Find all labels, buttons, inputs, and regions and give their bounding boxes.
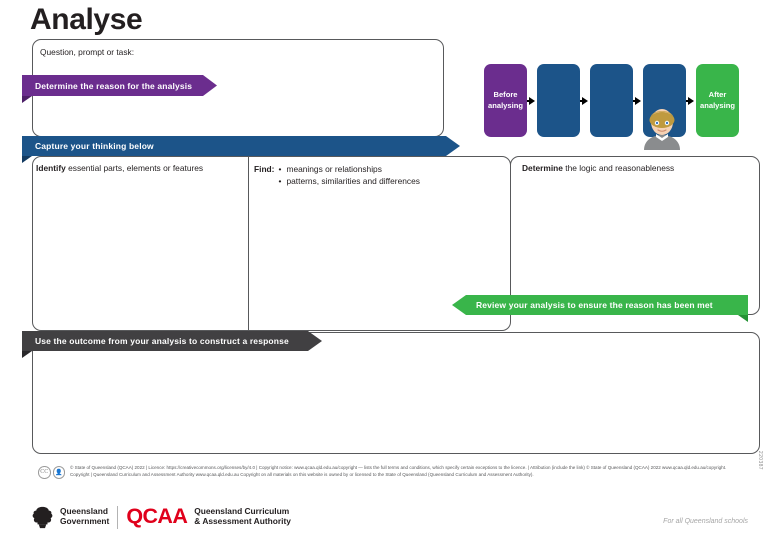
- identify-find-divider: [248, 157, 250, 331]
- ribbon-tail-green: [738, 315, 748, 322]
- by-icon: 👤: [52, 466, 65, 479]
- logo-divider: [117, 505, 119, 529]
- queensland-government-wordmark: Queensland Government: [60, 506, 110, 527]
- qcaa-subtitle: Queensland Curriculum & Assessment Autho…: [194, 506, 291, 527]
- find-label-bold: Find:: [254, 164, 275, 174]
- flow-node-step-1: [537, 64, 580, 137]
- qcaa-wordmark: QCAA: [126, 504, 188, 529]
- footer-logos: Queensland Government QCAA Queensland Cu…: [30, 503, 291, 531]
- flow-arrow-icon: [633, 64, 643, 137]
- analysis-flow-diagram: Before analysing After analysing: [484, 64, 760, 137]
- ribbon-tail-blue: [22, 156, 32, 163]
- qld-line-2: Government: [60, 516, 110, 526]
- determine-logic-box[interactable]: [510, 156, 760, 315]
- footer-tagline: For all Queensland schools: [663, 518, 748, 525]
- ribbon-tail-grey: [22, 351, 32, 358]
- find-bullet-item: meanings or relationships: [278, 163, 419, 175]
- construct-response-box[interactable]: [32, 332, 760, 454]
- identify-label-bold: Identify: [36, 163, 66, 173]
- flow-node-after-analysing: After analysing: [696, 64, 739, 137]
- ribbon-review-analysis: Review your analysis to ensure the reaso…: [452, 295, 748, 315]
- qcaa-sub-line-1: Queensland Curriculum: [194, 506, 290, 517]
- flow-node-before-analysing: Before analysing: [484, 64, 527, 137]
- question-prompt-label: Question, prompt or task:: [40, 47, 135, 57]
- flow-node-step-2: [590, 64, 633, 137]
- ribbon-determine-reason: Determine the reason for the analysis: [22, 75, 217, 96]
- determine-label-rest: the logic and reasonableness: [562, 163, 675, 173]
- ribbon-construct-response: Use the outcome from your analysis to co…: [22, 331, 322, 351]
- document-code: 220387: [757, 450, 763, 470]
- page-title: Analyse: [30, 3, 143, 36]
- ribbon-tail-purple: [22, 96, 32, 103]
- cc-icon: CC: [38, 466, 51, 479]
- flow-arrow-icon: [580, 64, 590, 137]
- copyright-notice: © State of Queensland (QCAA) 2022 | Lice…: [70, 465, 727, 478]
- queensland-crest-icon: [32, 506, 53, 528]
- find-bullet-item: patterns, similarities and differences: [278, 175, 419, 187]
- flow-arrow-icon: [527, 64, 537, 137]
- qcaa-sub-line-2: & Assessment Authority: [194, 516, 291, 526]
- determine-label-bold: Determine: [522, 163, 563, 173]
- determine-label: Determine the logic and reasonableness: [522, 163, 674, 174]
- identify-label-rest: essential parts, elements or features: [65, 163, 204, 173]
- find-bullet-list: meanings or relationships patterns, simi…: [277, 163, 419, 188]
- flow-arrow-icon: [686, 64, 696, 137]
- ribbon-capture-thinking: Capture your thinking below: [22, 136, 460, 156]
- capture-thinking-box[interactable]: [32, 156, 511, 331]
- identify-label: Identify essential parts, elements or fe…: [36, 163, 203, 174]
- find-label: Find: meanings or relationships patterns…: [254, 163, 420, 188]
- student-avatar-icon: [644, 109, 680, 150]
- qld-line-1: Queensland: [60, 506, 108, 517]
- creative-commons-badges: CC 👤: [38, 466, 66, 479]
